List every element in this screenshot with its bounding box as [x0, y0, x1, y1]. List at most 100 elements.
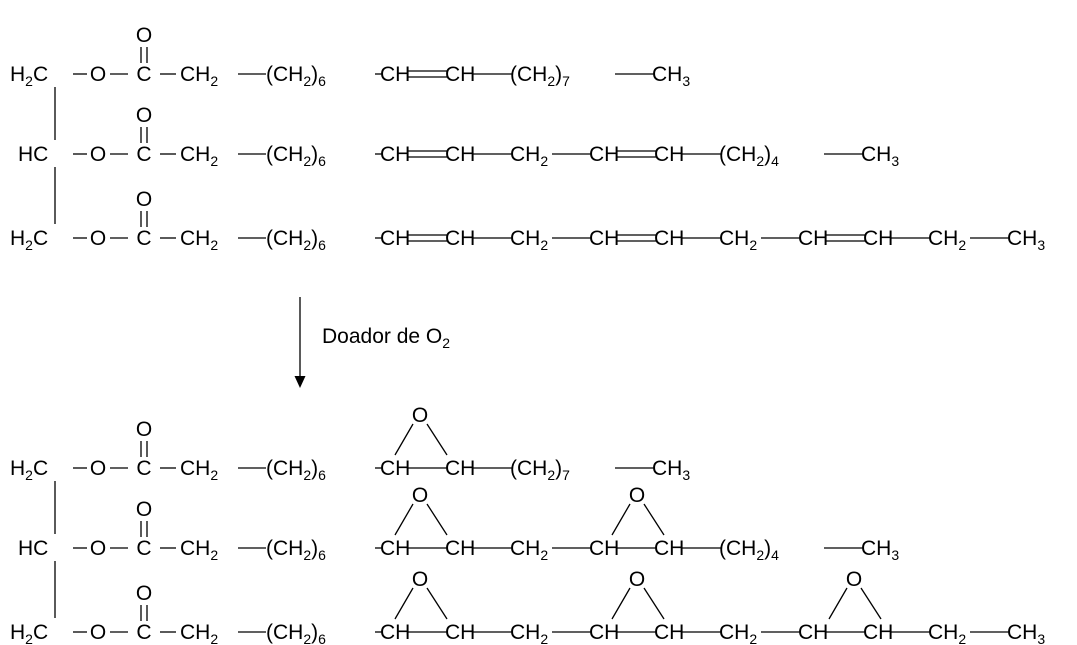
epoxide-oxygen: O [412, 484, 428, 507]
carbonyl-carbon: C [136, 227, 151, 250]
ester-oxygen: O [90, 63, 106, 86]
methylene-chain: (CH2)6 [266, 537, 326, 563]
epoxide-bond [426, 423, 448, 456]
epoxide-bond [394, 587, 414, 620]
epoxide-ch: CH [445, 621, 475, 644]
methylene-chain: (CH2)6 [266, 457, 326, 483]
reaction-arrow-head [294, 376, 306, 388]
methylene-chain: (CH2)6 [266, 63, 326, 89]
methylene-chain: (CH2)4 [719, 143, 779, 169]
methyl: CH3 [861, 143, 899, 169]
epoxide-ch: CH [798, 621, 828, 644]
vinyl-ch: CH [654, 227, 684, 250]
carbonyl-oxygen: O [136, 582, 152, 605]
methyl: CH3 [861, 537, 899, 563]
vinyl-ch: CH [445, 227, 475, 250]
methylene-chain: (CH2)6 [266, 143, 326, 169]
carbonyl-oxygen: O [136, 498, 152, 521]
methylene: CH2 [180, 621, 218, 645]
vinyl-ch: CH [445, 143, 475, 166]
epoxide-ch: CH [445, 537, 475, 560]
reagent-label: Doador de O2 [322, 325, 450, 351]
methylene: CH2 [180, 63, 218, 89]
methylene: CH2 [180, 537, 218, 563]
glycerol-hc: HC [18, 143, 48, 166]
epoxide-oxygen: O [629, 484, 645, 507]
epoxide-bond [611, 587, 631, 620]
epoxide-oxygen: O [629, 568, 645, 591]
epoxide-ch: CH [654, 537, 684, 560]
epoxide-ch: CH [589, 537, 619, 560]
methylene-chain: (CH2)6 [266, 621, 326, 645]
epoxide-bond [611, 503, 631, 536]
methyl: CH3 [1007, 227, 1045, 253]
methylene: CH2 [928, 227, 966, 253]
epoxide-ch: CH [445, 457, 475, 480]
glycerol-hc: HC [18, 537, 48, 560]
vinyl-ch: CH [654, 143, 684, 166]
ester-oxygen: O [90, 457, 106, 480]
epoxide-bond [860, 587, 882, 620]
epoxide-bond [394, 423, 414, 456]
carbonyl-oxygen: O [136, 188, 152, 211]
epoxide-ch: CH [654, 621, 684, 644]
vinyl-ch: CH [445, 63, 475, 86]
carbonyl-oxygen: O [136, 24, 152, 47]
vinyl-ch: CH [589, 143, 619, 166]
methyl: CH3 [1007, 621, 1045, 645]
epoxide-ch: CH [589, 621, 619, 644]
methylene: CH2 [719, 621, 757, 645]
vinyl-ch: CH [380, 227, 410, 250]
methylene-chain: (CH2)4 [719, 537, 779, 563]
glycerol-h2c-bottom: H2C [10, 227, 48, 253]
methylene: CH2 [180, 143, 218, 169]
methyl: CH3 [652, 457, 690, 483]
methylene: CH2 [510, 227, 548, 253]
carbonyl-carbon: C [136, 143, 151, 166]
epoxide-bond [426, 503, 448, 536]
ester-oxygen: O [90, 621, 106, 644]
vinyl-ch: CH [798, 227, 828, 250]
methylene-chain: (CH2)6 [266, 227, 326, 253]
glycerol-h2c-bottom: H2C [10, 621, 48, 645]
ester-oxygen: O [90, 227, 106, 250]
methyl: CH3 [652, 63, 690, 89]
vinyl-ch: CH [380, 63, 410, 86]
methylene: CH2 [180, 457, 218, 483]
methylene: CH2 [719, 227, 757, 253]
vinyl-ch: CH [380, 143, 410, 166]
methylene: CH2 [510, 621, 548, 645]
epoxide-oxygen: O [846, 568, 862, 591]
carbonyl-carbon: C [136, 621, 151, 644]
epoxide-bond [426, 587, 448, 620]
vinyl-ch: CH [863, 227, 893, 250]
carbonyl-carbon: C [136, 537, 151, 560]
epoxide-oxygen: O [412, 568, 428, 591]
glycerol-h2c-top: H2C [10, 457, 48, 483]
glycerol-h2c-top: H2C [10, 63, 48, 89]
methylene-chain: (CH2)7 [510, 457, 570, 483]
epoxide-oxygen: O [412, 404, 428, 427]
epoxide-ch: CH [380, 621, 410, 644]
epoxide-bond [394, 503, 414, 536]
carbonyl-oxygen: O [136, 418, 152, 441]
carbonyl-oxygen: O [136, 104, 152, 127]
methylene: CH2 [180, 227, 218, 253]
methylene: CH2 [510, 537, 548, 563]
methylene-chain: (CH2)7 [510, 63, 570, 89]
reaction-arrow: Doador de O2 [294, 297, 450, 388]
epoxide-ch: CH [380, 457, 410, 480]
carbonyl-carbon: C [136, 457, 151, 480]
epoxide-ch: CH [380, 537, 410, 560]
ester-oxygen: O [90, 143, 106, 166]
epoxide-ch: CH [863, 621, 893, 644]
